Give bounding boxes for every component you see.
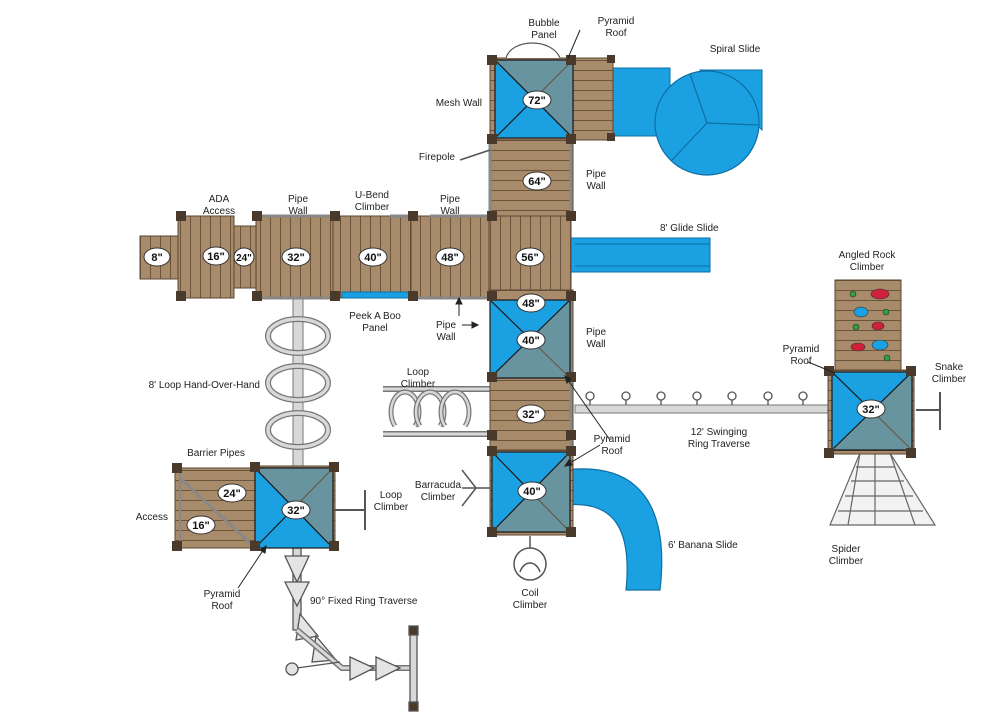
barrier-pipes-label: Barrier Pipes [187, 448, 245, 459]
angled-rock-climber-label: Angled Rock Climber [838, 250, 896, 273]
badge-40: 40" [364, 252, 381, 264]
ada-access-label: ADA Access [202, 194, 236, 217]
spiral-slide-label: Spiral Slide [709, 44, 761, 55]
pipe-wall-right-label: Pipe Wall [585, 327, 606, 350]
peek-a-boo-panel-label: Peek A Boo Panel [349, 311, 401, 334]
loop-climber-bottom-label: Loop Climber [373, 490, 409, 513]
banana-slide-label: 6' Banana Slide [668, 540, 738, 551]
pipe-wall-tower-label: Pipe Wall [585, 169, 606, 192]
banana-slide [564, 468, 663, 591]
badge-40-tower: 40" [522, 335, 539, 347]
firepole [459, 149, 491, 161]
fixed-ring-traverse [283, 547, 419, 712]
pyramid-roof-top-label: Pyramid Roof [597, 16, 635, 39]
badge-32-barrier: 32" [287, 505, 304, 517]
loop-hand-over-hand-label: 8' Loop Hand-Over-Hand [148, 380, 260, 391]
pyramid-roof-left-label: Pyramid Roof [203, 589, 241, 612]
pipe-wall-left-label: Pipe Wall [287, 194, 308, 217]
spider-climber [829, 452, 937, 526]
barracuda-climber [461, 469, 492, 507]
glide-slide [559, 237, 711, 273]
badge-32: 32" [287, 252, 304, 264]
bubble-panel-label: Bubble Panel [528, 18, 560, 41]
swinging-ring-traverse [574, 391, 831, 414]
pyramid-roof-rock-label: Pyramid Roof [782, 344, 820, 367]
loop-climber-top-label: Loop Climber [400, 367, 436, 390]
pipe-wall-mid-label: Pipe Wall [439, 194, 460, 217]
posts [172, 55, 916, 551]
pipe-wall-arrow-label: Pipe Wall [435, 320, 456, 343]
snake-climber-label: Snake Climber [931, 362, 967, 385]
access-label: Access [135, 512, 168, 523]
badge-56: 56" [521, 252, 538, 264]
glide-slide-label: 8' Glide Slide [660, 223, 719, 234]
spider-climber-label: Spider Climber [828, 544, 864, 567]
leader-lines [237, 29, 836, 589]
swinging-ring-traverse-label: 12' Swinging Ring Traverse [687, 427, 751, 450]
badge-48-tower: 48" [522, 298, 539, 310]
spiral-slide [609, 67, 763, 176]
loop-hand-over-hand [265, 295, 331, 467]
pyramid-roof-mid-label: Pyramid Roof [593, 434, 631, 457]
badge-8: 8" [151, 252, 162, 264]
barracuda-climber-label: Barracuda Climber [414, 480, 462, 503]
u-bend-climber-label: U-Bend Climber [354, 190, 390, 213]
badge-64: 64" [528, 176, 545, 188]
badge-32-tower: 32" [522, 409, 539, 421]
fixed-ring-traverse-label: 90° Fixed Ring Traverse [310, 596, 418, 607]
mesh-wall-label: Mesh Wall [435, 98, 482, 109]
loop-climber-barrier [335, 490, 366, 530]
height-badge-text: 8" 16" 24" 32" 40" 48" 56" 64" 72" 48" 4… [151, 95, 879, 532]
badge-24-barrier: 24" [223, 488, 240, 500]
badge-72: 72" [528, 95, 545, 107]
pyramid-roof-rock [830, 370, 913, 451]
badge-32-rock: 32" [862, 404, 879, 416]
badge-16-barrier: 16" [192, 520, 209, 532]
coil-climber [513, 536, 547, 581]
coil-climber-label: Coil Climber [512, 588, 548, 611]
badge-16: 16" [207, 251, 224, 263]
badge-40-bottom: 40" [523, 486, 540, 498]
rock-holds [849, 288, 891, 362]
badge-24: 24" [236, 253, 252, 264]
height-badges [143, 90, 886, 535]
firepole-label: Firepole [418, 152, 455, 163]
snake-climber [916, 392, 941, 430]
bubble-panel [505, 42, 561, 59]
badge-48: 48" [441, 252, 458, 264]
loop-climber [383, 386, 490, 437]
